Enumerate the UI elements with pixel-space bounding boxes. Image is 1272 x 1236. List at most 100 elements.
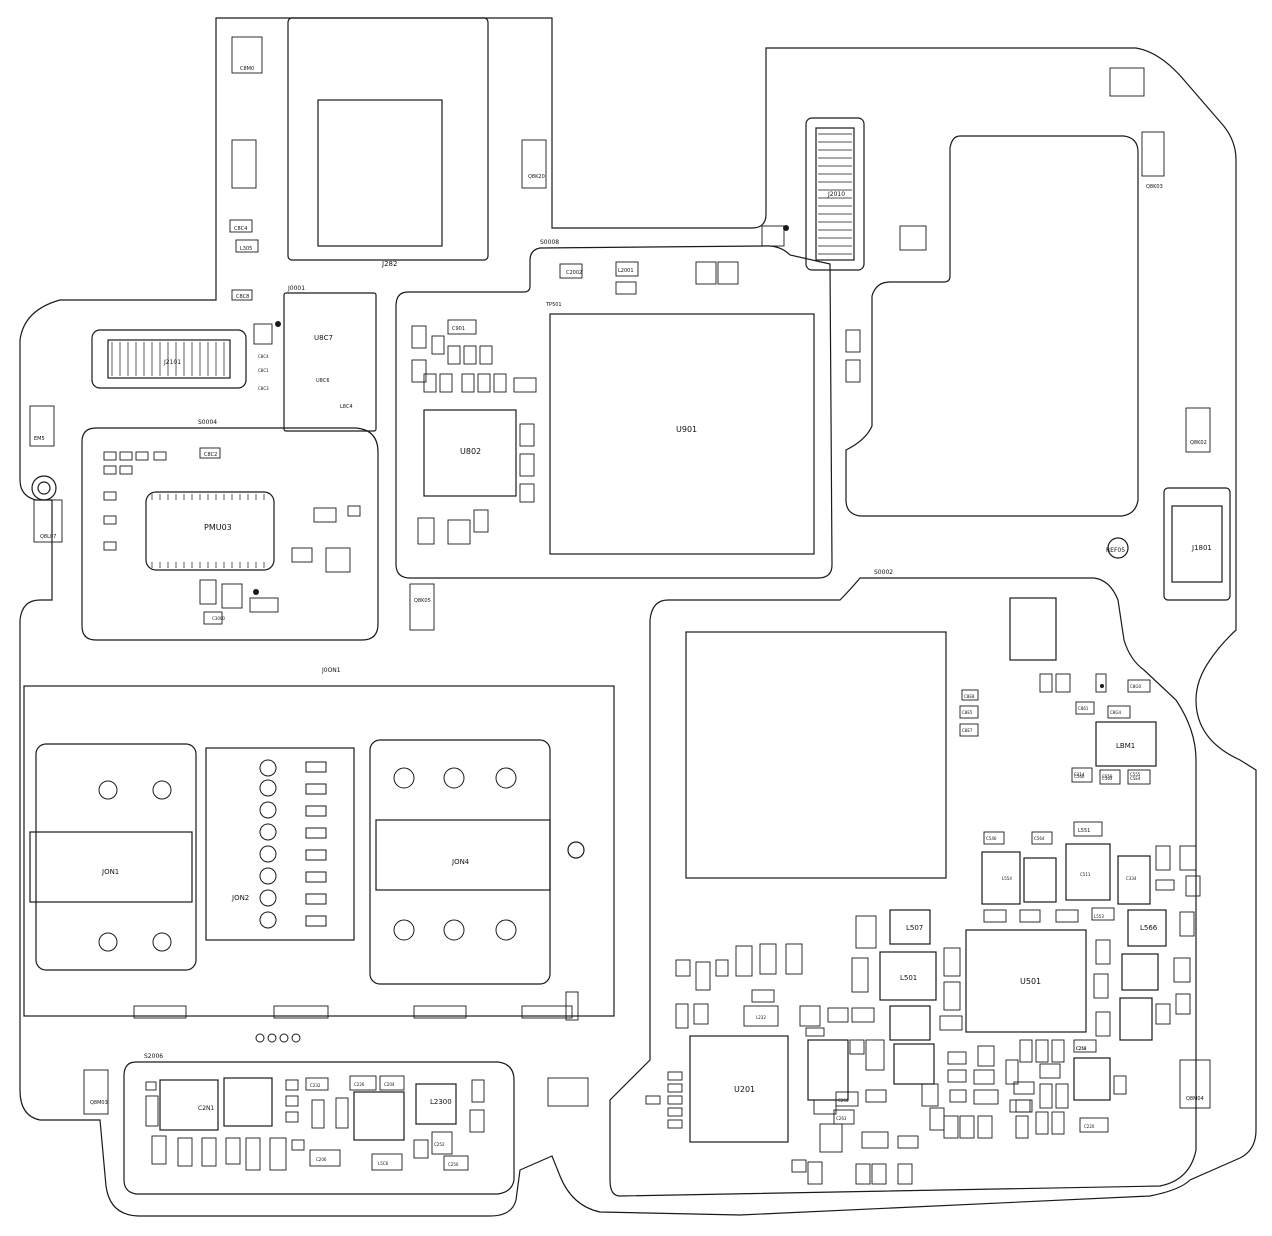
side-label-q8k02: Q8K02 — [1190, 440, 1207, 446]
ic-label-l501: L501 — [900, 974, 917, 982]
comp-l2300 — [415, 1083, 457, 1125]
small-label-35: C232 — [310, 1083, 321, 1088]
shield-u8c7 — [283, 292, 377, 432]
small-label-16: C8E7 — [962, 728, 973, 733]
small-label-44: C263 — [836, 1116, 847, 1121]
side-label-q8m03: Q8M03 — [90, 1100, 108, 1106]
connector-j2010-inner — [815, 127, 855, 261]
shield-s0008 — [395, 245, 833, 579]
small-label-29: C334 — [1126, 876, 1137, 881]
small-label-19: C8G0 — [1130, 684, 1141, 689]
connector-label-jon4: JON4 — [451, 858, 470, 866]
comp-l507 — [889, 909, 931, 945]
small-label-36: C226 — [354, 1082, 365, 1087]
comp-l2300a — [353, 1091, 405, 1141]
shield-s0004 — [81, 427, 379, 641]
mount-hole-left-inner — [37, 481, 51, 495]
comp-l551 — [981, 851, 1021, 905]
ic-label-u802: U802 — [460, 447, 481, 456]
small-label-31: C556 — [1102, 774, 1113, 779]
comp-u501b — [1009, 597, 1057, 661]
small-label-6: L2001 — [618, 268, 634, 274]
small-label-4: C901 — [452, 326, 465, 332]
small-label-10: C8C1 — [258, 368, 269, 373]
comp-l5c6 — [889, 1005, 931, 1041]
shield-s0002 — [609, 577, 1197, 1197]
ic-lbm1 — [1095, 721, 1157, 767]
shield-label-s0002: S0002 — [874, 569, 893, 576]
comp-l566 — [1127, 909, 1167, 947]
small-label-32: C555 — [1130, 772, 1141, 777]
shield-right-top — [845, 135, 1139, 517]
side-label-q8k03: Q8K03 — [1146, 184, 1163, 190]
small-label-43: C260 — [838, 1098, 849, 1103]
connector-label-j0001: J0001 — [287, 285, 305, 292]
small-label-23: C546 — [986, 836, 997, 841]
shield-s2006 — [123, 1061, 515, 1195]
connector-j2101-inner — [107, 339, 231, 379]
shield-label-s2006: S2006 — [144, 1053, 163, 1060]
small-label-41: C252 — [434, 1142, 445, 1147]
side-label-q8m04: Q8M04 — [1186, 1096, 1204, 1102]
small-label-37: C204 — [384, 1082, 395, 1087]
small-label-39: L5C6 — [378, 1161, 389, 1166]
small-label-20: C560 — [1074, 774, 1085, 779]
side-label-q8k05: Q8K05 — [414, 598, 431, 604]
connector-j1801 — [1163, 487, 1231, 601]
small-label-38: C206 — [316, 1157, 327, 1162]
small-label-22: C5E4 — [1130, 776, 1141, 781]
mount-hole-center — [567, 841, 585, 859]
ic-u600 — [685, 631, 947, 879]
small-label-0: C8M0 — [240, 66, 254, 72]
ic-label-u501: U501 — [1020, 977, 1041, 986]
small-label-40: C250 — [448, 1162, 459, 1167]
ic-pmu03 — [145, 491, 275, 571]
ic-u501 — [965, 929, 1087, 1033]
small-label-21: C563 — [1102, 776, 1113, 781]
comp-c2n1 — [159, 1079, 219, 1131]
comp-l554 — [1117, 855, 1151, 905]
small-label-33: C216 — [1076, 1046, 1087, 1051]
side-label-q8l07: Q8L07 — [40, 534, 56, 540]
connector-label-jon2: JON2 — [231, 894, 249, 902]
connector-pins — [111, 133, 852, 568]
connector-label-j0on1: J0ON1 — [321, 667, 341, 674]
small-label-18: C8G4 — [1110, 710, 1121, 715]
sim-slot-jon4-bar — [375, 819, 551, 891]
connector-label-jon1: JON1 — [101, 868, 119, 876]
small-label-9: C8C4 — [258, 354, 269, 359]
small-label-11: C8C3 — [258, 386, 269, 391]
ic-label-u901: U901 — [676, 425, 697, 434]
comp-l552 — [1023, 857, 1057, 903]
small-label-1: L305 — [240, 246, 252, 252]
mount-hole-left — [31, 475, 57, 501]
ic-label-lbm1: LBM1 — [1116, 742, 1135, 750]
connector-label-j1801: J1801 — [1191, 544, 1212, 552]
connector-j1801-inner — [1171, 505, 1223, 583]
ic-label-u8c7: U8C7 — [314, 334, 333, 342]
ic-label-l507: L507 — [906, 924, 923, 932]
small-label-34: C220 — [1084, 1124, 1095, 1129]
connector-j282 — [287, 17, 489, 261]
comp-l565 — [1121, 953, 1159, 991]
connector-j282-inner — [317, 99, 443, 247]
marker-label-ref05: REF05 — [1106, 547, 1125, 554]
marker-label-c2n1: C2N1 — [198, 1105, 214, 1112]
small-label-8: U8C6 — [316, 378, 330, 384]
small-label-26: L553 — [1094, 914, 1104, 919]
connector-j2101 — [91, 329, 247, 389]
label-group: U901 U802 PMU03 U501 U201 LBM1 U8C7 L230… — [34, 66, 1212, 1167]
ic-u802 — [423, 409, 517, 497]
small-label-42: C253 — [1076, 1046, 1087, 1051]
small-label-45: L232 — [756, 1015, 766, 1020]
small-label-3: C8C8 — [236, 294, 249, 300]
small-label-14: C8E8 — [964, 694, 975, 699]
ic-label-u201: U201 — [734, 1085, 755, 1094]
comp-l553 — [1065, 843, 1111, 901]
small-label-7: C8C2 — [204, 452, 217, 458]
shield-label-s0008: S0008 — [540, 239, 559, 246]
ic-label-l566: L566 — [1140, 924, 1158, 932]
small-label-13: L8C4 — [340, 404, 353, 410]
ic-label-l2300: L2300 — [430, 1098, 452, 1106]
side-label-q8k20: Q8K20 — [528, 174, 545, 180]
